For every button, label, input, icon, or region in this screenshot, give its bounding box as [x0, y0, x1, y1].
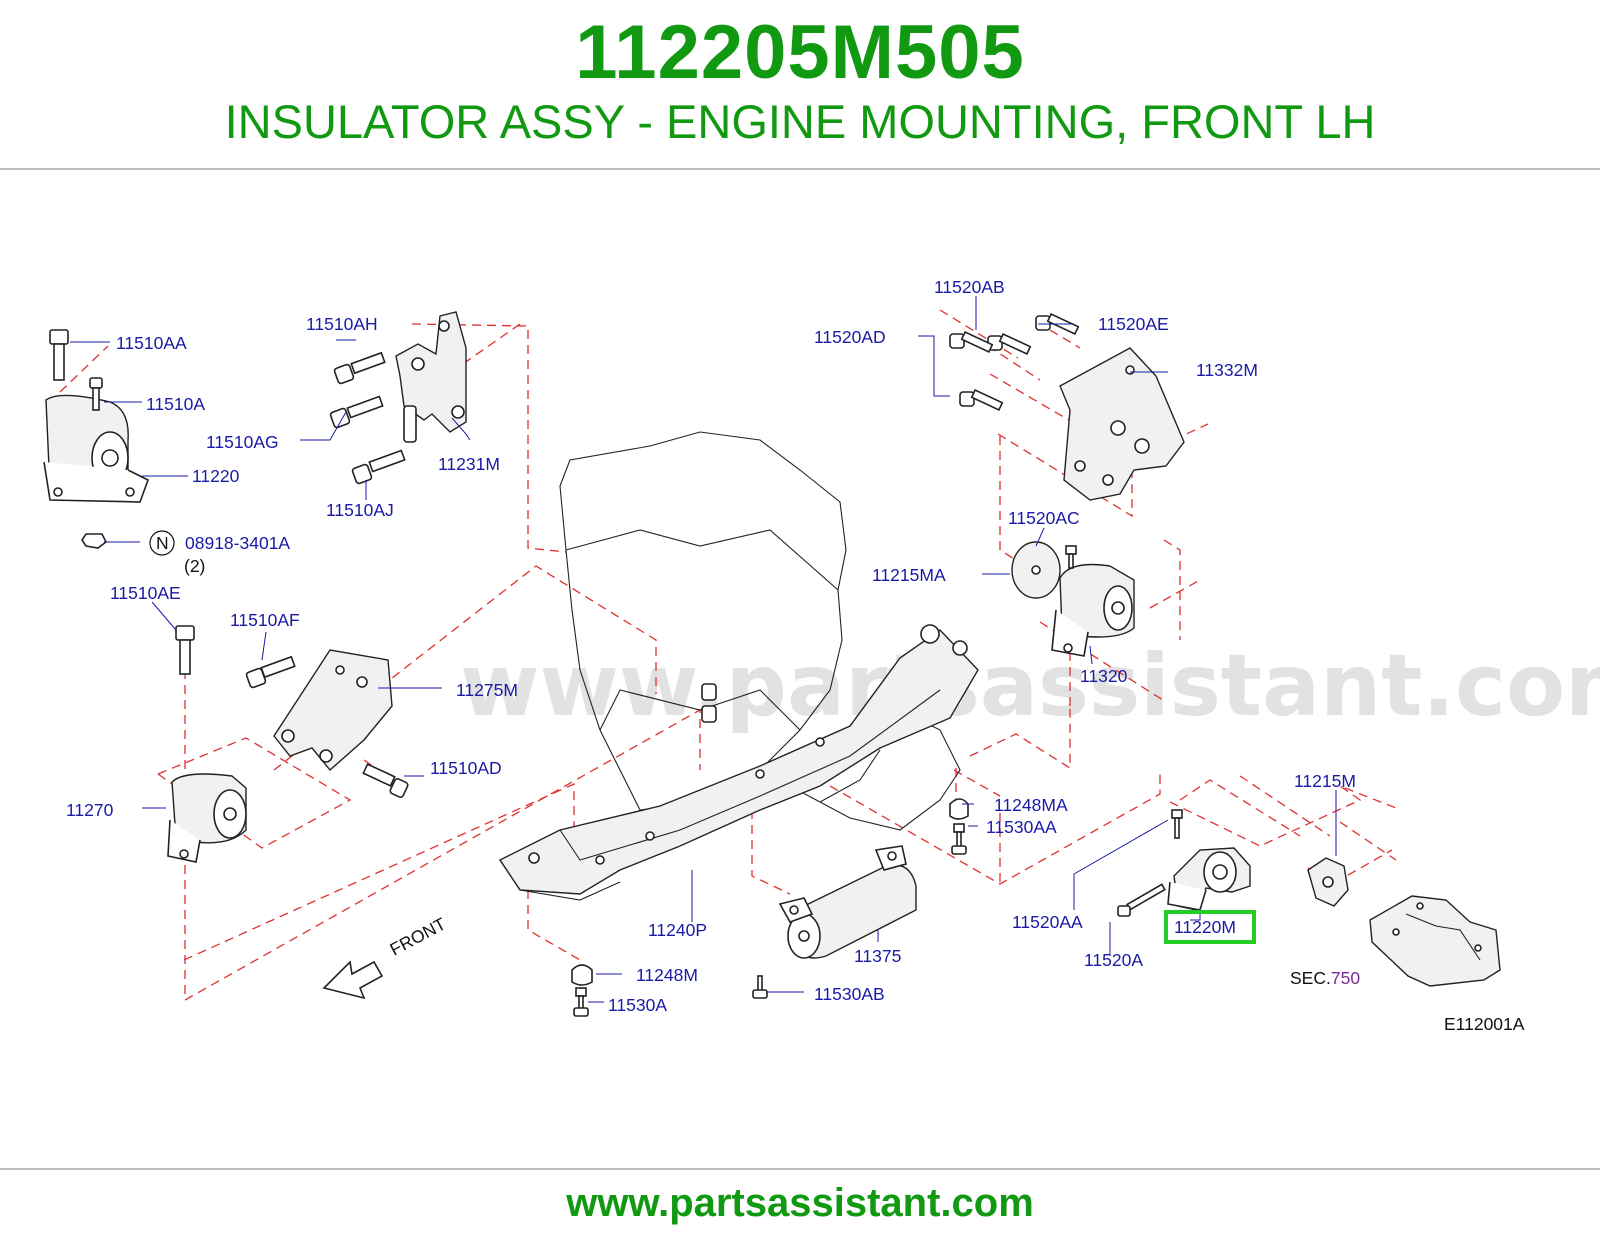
engine-block: [559, 431, 961, 831]
callout-11520AC[interactable]: 11520AC: [1008, 508, 1080, 528]
callout-11231M[interactable]: 11231M: [438, 454, 500, 474]
bolt-11510AF: [245, 655, 296, 689]
callout-11215M[interactable]: 11215M: [1294, 771, 1356, 791]
bolt-11530AB: [752, 975, 768, 999]
stopper-11215M: [1307, 857, 1349, 907]
header: 112205M505 INSULATOR ASSY - ENGINE MOUNT…: [0, 0, 1600, 170]
washer-11215MA: [1011, 541, 1061, 599]
nut-symbol: N: [156, 533, 169, 553]
front-direction-arrow-icon: [322, 960, 384, 1000]
bolt-11520A: [1117, 883, 1166, 917]
callout-08918-3401A[interactable]: 08918-3401A: [185, 533, 290, 553]
nut-quantity: (2): [184, 556, 205, 576]
bolt-11510AA: [49, 329, 69, 381]
callout-11510AA[interactable]: 11510AA: [116, 333, 187, 353]
part-description: INSULATOR ASSY - ENGINE MOUNTING, FRONT …: [224, 95, 1376, 148]
bolt-11530AA: [951, 823, 967, 855]
watermark: www.partsassistant.com: [460, 636, 1600, 736]
callout-11332M[interactable]: 11332M: [1196, 360, 1258, 380]
insulator-11270: [167, 773, 247, 863]
callout-11510AH[interactable]: 11510AH: [306, 314, 378, 334]
callout-11530A[interactable]: 11530A: [608, 995, 667, 1015]
callout-11275M[interactable]: 11275M: [456, 680, 518, 700]
callout-11270[interactable]: 11270: [66, 800, 114, 820]
footer-url-link[interactable]: www.partsassistant.com: [566, 1181, 1034, 1225]
header-divider: [0, 168, 1600, 170]
bolt-11510AE: [175, 625, 195, 675]
bracket-11275M: [273, 649, 393, 772]
front-label: FRONT: [386, 913, 449, 959]
callout-11510AD[interactable]: 11510AD: [430, 758, 502, 778]
callout-11248M[interactable]: 11248M: [636, 965, 698, 985]
sec-label: SEC.750: [1290, 968, 1360, 988]
callout-11510AE[interactable]: 11510AE: [110, 583, 181, 603]
sec-prefix: SEC.: [1290, 968, 1331, 988]
bolt-11520AA: [1171, 809, 1183, 839]
stopper-11248MA: [949, 798, 969, 820]
callout-11520AE[interactable]: 11520AE: [1098, 314, 1169, 334]
callout-11510A[interactable]: 11510A: [146, 394, 205, 414]
footer-divider: [0, 1168, 1600, 1170]
bracket-sec750: [1369, 895, 1501, 987]
bolt-11510A: [89, 377, 103, 411]
part-number-title: 112205M505: [575, 10, 1025, 95]
callout-11248MA[interactable]: 11248MA: [994, 795, 1068, 815]
bolt-11530A: [573, 987, 589, 1017]
callout-11220M[interactable]: 11220M: [1174, 917, 1236, 937]
insulator-11320: [1051, 545, 1135, 657]
parts-diagram: www.partsassistant.com: [0, 170, 1600, 1170]
bracket-11332M: [1059, 347, 1185, 501]
callout-11530AB[interactable]: 11530AB: [814, 984, 885, 1004]
callout-11510AG[interactable]: 11510AG: [206, 432, 279, 452]
assembly-guide-lines: [59, 309, 1397, 1002]
bolt-11520AD: [959, 388, 1004, 412]
callout-11215MA[interactable]: 11215MA: [872, 565, 946, 585]
callout-11520AB[interactable]: 11520AB: [934, 277, 1005, 297]
bolt-11510AJ: [351, 449, 406, 485]
callout-11530AA[interactable]: 11530AA: [986, 817, 1057, 837]
stopper-11248M: [571, 964, 593, 986]
callout-11510AJ[interactable]: 11510AJ: [326, 500, 394, 520]
callout-11240P[interactable]: 11240P: [648, 920, 707, 940]
exploded-view-drawing: www.partsassistant.com: [43, 277, 1600, 1034]
leader-lines: [70, 296, 1337, 1003]
bolt-11510AG: [329, 395, 384, 429]
highlight-box: [1164, 910, 1256, 944]
bolt-11510AH: [333, 351, 386, 385]
bolts-11520AB: [949, 330, 1032, 356]
nut-symbol-circle: [149, 530, 175, 556]
callout-11520AD[interactable]: 11520AD: [814, 327, 886, 347]
callout-11220[interactable]: 11220: [192, 466, 240, 486]
callout-11520AA[interactable]: 11520AA: [1012, 912, 1083, 932]
bolt-11510AD: [362, 763, 409, 799]
sec-number[interactable]: 750: [1331, 968, 1360, 988]
bracket-11231M: [395, 311, 467, 443]
callout-11520A[interactable]: 11520A: [1084, 950, 1143, 970]
nut-08918-3401A: [81, 533, 108, 549]
dynamic-damper-11375: [778, 845, 917, 959]
insulator-11220: [43, 394, 149, 503]
callout-11320[interactable]: 11320: [1080, 666, 1128, 686]
figure-code: E112001A: [1444, 1014, 1525, 1034]
front-suspension-member: [498, 624, 979, 901]
callout-11375[interactable]: 11375: [854, 946, 901, 966]
insulator-11220M: [1167, 847, 1251, 911]
callout-11510AF[interactable]: 11510AF: [230, 610, 300, 630]
